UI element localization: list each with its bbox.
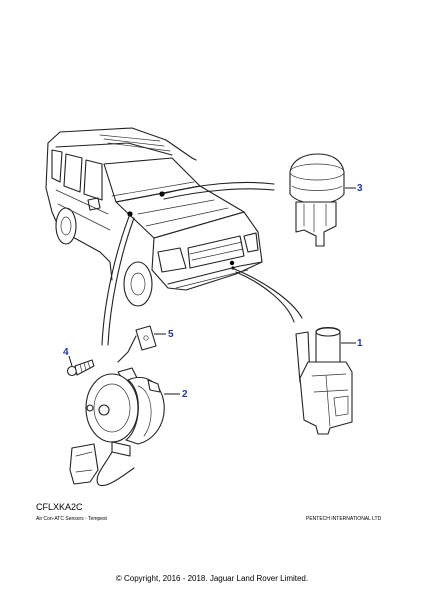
publisher-credit: PENTECH INTERNATIONAL LTD <box>306 516 382 522</box>
drawing-code: CFLXKA2C <box>36 502 83 512</box>
diagram-caption: Air Con-ATC Sensors - Tempest <box>36 516 107 522</box>
vehicle-illustration <box>45 127 263 307</box>
harness-lines <box>101 181 303 346</box>
screw-4 <box>66 359 95 377</box>
callout-leaders <box>68 187 356 395</box>
callout-3: 3 <box>357 183 363 194</box>
sensor-3 <box>289 153 345 247</box>
callout-4: 4 <box>63 347 69 358</box>
motor-2 <box>69 367 165 486</box>
sensor-1 <box>295 326 353 435</box>
bracket-5 <box>117 325 157 363</box>
callout-2: 2 <box>182 389 188 400</box>
copyright-notice: © Copyright, 2016 - 2018. Jaguar Land Ro… <box>115 574 309 583</box>
callout-1: 1 <box>357 338 363 349</box>
callout-5: 5 <box>168 329 174 340</box>
